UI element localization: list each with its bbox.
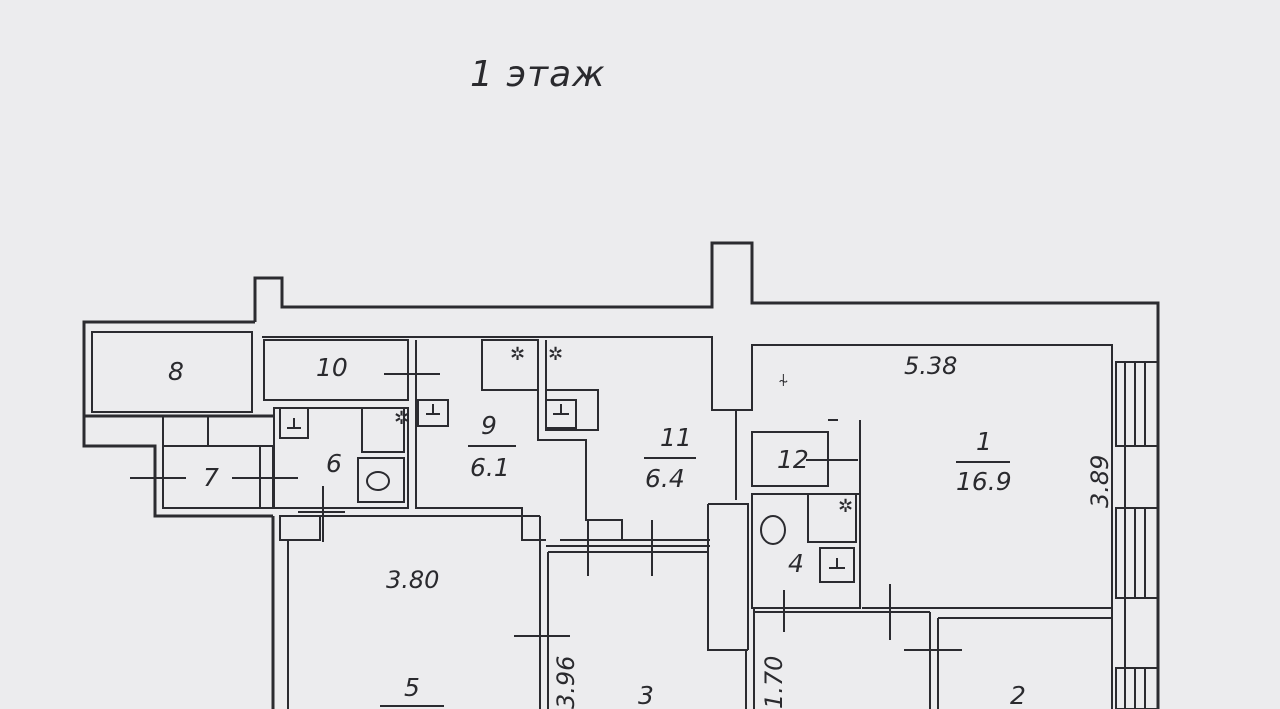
fixture-symbols: ✲ ✲ ✲ ⍭ ✲ bbox=[394, 344, 853, 517]
room-labels: 8 10 7 6 9 6.1 11 6.4 12 1 16.9 4 5 3 2 bbox=[168, 353, 1026, 709]
room-9-outline bbox=[415, 339, 546, 541]
room-5-width-dimension: 3.80 bbox=[386, 566, 439, 594]
gas-symbol-icon: ✲ bbox=[510, 344, 525, 365]
room-6-7-outline bbox=[130, 407, 409, 542]
room-4-depth-dimension: 1.70 bbox=[760, 656, 788, 709]
room-10-outline bbox=[263, 339, 440, 401]
room-6-number: 6 bbox=[326, 449, 342, 478]
room-1-depth-dimension: 3.89 bbox=[1086, 455, 1114, 508]
gas-symbol-icon: ⍭ bbox=[778, 370, 789, 391]
room-5-number: 5 bbox=[404, 673, 420, 702]
room-12-number: 12 bbox=[777, 445, 809, 474]
room-9-number: 9 bbox=[481, 411, 497, 440]
room-2-number: 2 bbox=[1010, 681, 1026, 709]
room-11-area: 6.4 bbox=[645, 464, 685, 493]
room-1-area: 16.9 bbox=[956, 467, 1012, 496]
room-4-number: 4 bbox=[788, 549, 804, 578]
lower-rooms-outline bbox=[279, 503, 1112, 709]
room-10-number: 10 bbox=[316, 353, 348, 382]
room-1-number: 1 bbox=[976, 427, 992, 456]
room-3-depth-dimension: 3.96 bbox=[552, 656, 580, 709]
room-3-number: 3 bbox=[638, 681, 654, 709]
gas-symbol-icon: ✲ bbox=[548, 344, 563, 365]
room-9-area: 6.1 bbox=[470, 453, 510, 482]
gas-symbol-icon: ✲ bbox=[838, 496, 853, 517]
room-11-number: 11 bbox=[660, 423, 692, 452]
room-11-outline bbox=[537, 340, 737, 576]
dimension-labels: 5.38 3.89 3.80 3.96 1.70 bbox=[386, 352, 1114, 709]
floor-title: 1 этаж bbox=[470, 54, 606, 95]
room-8-number: 8 bbox=[168, 357, 184, 386]
windows-right bbox=[1115, 361, 1159, 709]
gas-symbol-icon: ✲ bbox=[394, 408, 409, 429]
room-7-number: 7 bbox=[203, 463, 219, 492]
room-1-width-dimension: 5.38 bbox=[904, 352, 957, 380]
room-8-outline bbox=[83, 331, 253, 446]
